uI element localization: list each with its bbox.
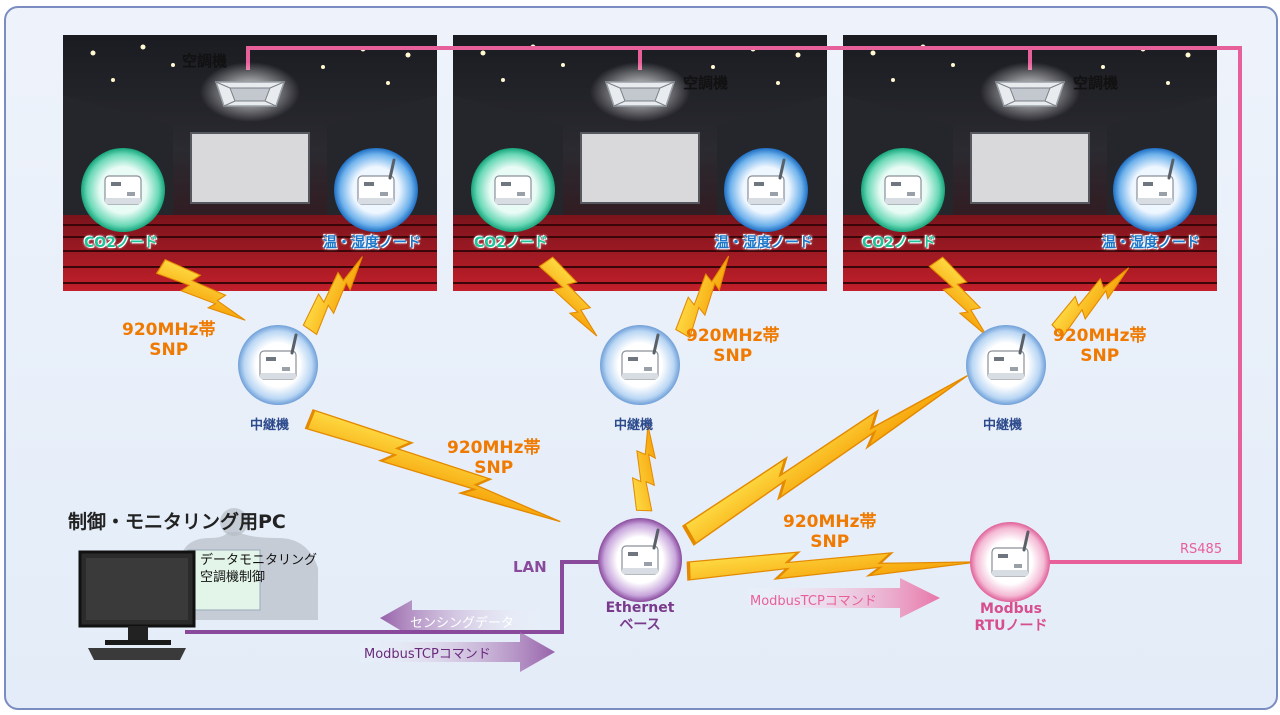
th-node-label-3: 温・湿度ノード <box>1102 235 1200 251</box>
relay-bubble <box>238 325 318 405</box>
sensing-data-arrow <box>380 600 540 630</box>
pc-screen-line1: データモニタリング <box>200 553 318 568</box>
lan-label: LAN <box>513 558 547 576</box>
aircon-label-3: 空調機 <box>1073 74 1119 92</box>
band-label-2: 920MHz帯 SNP <box>686 326 780 366</box>
aircon-icon <box>199 61 301 123</box>
rs485-line <box>246 46 1242 564</box>
modbus-line2: RTUノード <box>974 618 1048 634</box>
band-text: 920MHz帯 <box>447 438 541 458</box>
modbus-tcp-label-wireless: ModbusTCPコマンド <box>750 594 877 609</box>
modbus-tcp-arrow-lan <box>360 632 555 672</box>
relay-label-1: 中継機 <box>250 418 290 433</box>
modbus-rtu-bubble <box>970 522 1050 602</box>
relay-label-3: 中継機 <box>983 418 1023 433</box>
modbus-line1: Modbus <box>980 601 1042 617</box>
snp-text: SNP <box>149 340 189 360</box>
modbus-rtu-label: Modbus RTUノード <box>968 601 1054 635</box>
desktop-pc-icon <box>78 508 318 660</box>
rs485-label: RS485 <box>1180 542 1223 557</box>
band-label-4: 920MHz帯 SNP <box>447 438 541 478</box>
co2-sensor-bubble <box>861 148 945 232</box>
co2-node-label-2: CO2ノード <box>474 235 548 251</box>
lightning-bolt-icon <box>630 424 657 512</box>
pc-title: 制御・モニタリング用PC <box>68 511 286 533</box>
snp-text: SNP <box>810 532 850 552</box>
pc-screen-line2: 空調機制御 <box>200 570 266 585</box>
co2-node-label-1: CO2ノード <box>84 235 158 251</box>
band-text: 920MHz帯 <box>783 512 877 532</box>
snp-text: SNP <box>1080 346 1120 366</box>
snp-text: SNP <box>474 458 514 478</box>
aircon-label-2: 空調機 <box>683 74 729 92</box>
snp-text: SNP <box>713 346 753 366</box>
band-text: 920MHz帯 <box>122 320 216 340</box>
ethernet-base-label: Ethernet ベース <box>600 600 680 634</box>
co2-node-label-3: CO2ノード <box>862 235 936 251</box>
co2-sensor-bubble <box>471 148 555 232</box>
pc-screen-text: データモニタリング 空調機制御 <box>200 552 317 586</box>
th-sensor-bubble <box>1113 148 1197 232</box>
aircon-icon <box>979 61 1081 123</box>
aircon-icon <box>589 61 691 123</box>
modbus-tcp-arrow-wireless <box>748 578 940 618</box>
band-label-5: 920MHz帯 SNP <box>783 512 877 552</box>
modbus-tcp-label-lan: ModbusTCPコマンド <box>364 647 491 662</box>
band-text: 920MHz帯 <box>686 326 780 346</box>
sensing-data-label: センシングデータ <box>410 616 515 631</box>
band-label-1: 920MHz帯 SNP <box>122 320 216 360</box>
th-sensor-bubble <box>724 148 808 232</box>
relay-label-2: 中継機 <box>614 418 654 433</box>
relay-bubble <box>600 325 680 405</box>
band-label-3: 920MHz帯 SNP <box>1053 326 1147 366</box>
th-node-label-2: 温・湿度ノード <box>715 235 813 251</box>
ethernet-base-bubble <box>598 518 682 602</box>
ethernet-line2: ベース <box>619 617 661 633</box>
th-node-label-1: 温・湿度ノード <box>323 235 421 251</box>
co2-sensor-bubble <box>81 148 165 232</box>
band-text: 920MHz帯 <box>1053 326 1147 346</box>
th-sensor-bubble <box>334 148 418 232</box>
ethernet-line1: Ethernet <box>605 600 675 616</box>
lan-line <box>185 560 600 634</box>
relay-bubble <box>966 325 1046 405</box>
aircon-label-1: 空調機 <box>182 52 228 70</box>
